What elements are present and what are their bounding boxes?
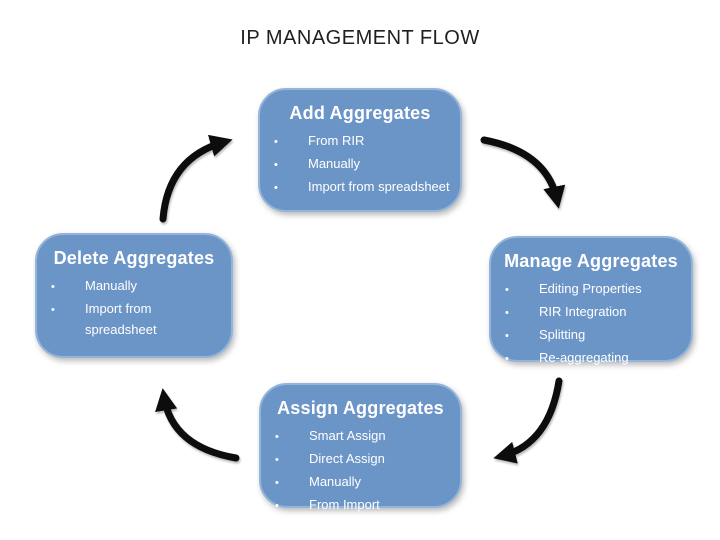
node-add-aggregates: Add Aggregates • From RIR • Manually • Impo… xyxy=(258,88,462,212)
bullet-icon: • xyxy=(505,353,509,365)
list-item: • Manually xyxy=(268,153,452,176)
bullet-icon: • xyxy=(274,136,278,148)
bullet-icon: • xyxy=(274,182,278,194)
list-item: • Manually xyxy=(269,471,452,494)
bullet-icon: • xyxy=(275,454,279,466)
bullet-icon: • xyxy=(274,159,278,171)
list-item-label: Import from spreadsheet xyxy=(85,301,157,337)
list-item: • Import from spreadsheet xyxy=(268,176,452,199)
list-item: • Splitting xyxy=(499,324,683,347)
list-item: • Direct Assign xyxy=(269,448,452,471)
bullet-list: • From RIR • Manually • Import from spreads… xyxy=(268,130,452,199)
bullet-icon: • xyxy=(275,500,279,512)
list-item: • Smart Assign xyxy=(269,425,452,448)
list-item-label: Manually xyxy=(85,278,138,293)
arrow-assign-to-delete xyxy=(155,388,240,462)
list-item-label: Manually xyxy=(308,156,361,171)
list-item-label: Re-aggregating xyxy=(539,350,629,365)
bullet-icon: • xyxy=(505,284,509,296)
list-item-label: From RIR xyxy=(308,133,365,148)
list-item-label: Editing Properties xyxy=(539,281,642,296)
arrow-manage-to-assign xyxy=(493,377,563,464)
list-item-label: Import from spreadsheet xyxy=(308,179,450,194)
node-title: Manage Aggregates xyxy=(504,251,678,271)
node-delete-aggregates: Delete Aggregates • Manually • Import from… xyxy=(35,233,233,358)
list-item-label: Smart Assign xyxy=(309,428,386,443)
list-item: • Manually xyxy=(45,275,223,298)
list-item: • Editing Properties xyxy=(499,278,683,301)
arrow-delete-to-add xyxy=(159,134,233,223)
list-item-label: From Import xyxy=(309,497,380,512)
list-item: • From RIR xyxy=(268,130,452,153)
list-item: • Re-aggregating xyxy=(499,347,683,370)
list-item-label: RIR Integration xyxy=(539,304,627,319)
node-title: Assign Aggregates xyxy=(277,398,444,418)
list-item: • RIR Integration xyxy=(499,301,683,324)
diagram-title: IP MANAGEMENT FLOW xyxy=(240,27,480,49)
arrow-add-to-manage xyxy=(480,136,566,209)
node-assign-aggregates: Assign Aggregates • Smart Assign • Direct … xyxy=(259,383,462,512)
bullet-list: • Manually • Import from spreadsheet xyxy=(45,275,223,340)
bullet-list: • Editing Properties • RIR Integration • Sp… xyxy=(499,278,683,370)
bullet-icon: • xyxy=(275,477,279,489)
node-title: Add Aggregates xyxy=(289,103,431,123)
bullet-icon: • xyxy=(51,304,55,316)
list-item-label: Direct Assign xyxy=(309,451,385,466)
list-item-label: Manually xyxy=(309,474,362,489)
bullet-list: • Smart Assign • Direct Assign • Manually •… xyxy=(269,425,452,517)
bullet-icon: • xyxy=(505,307,509,319)
list-item-label: Splitting xyxy=(539,327,586,342)
list-item: • Import from spreadsheet xyxy=(45,298,223,340)
bullet-icon: • xyxy=(275,431,279,443)
list-item: • From Import xyxy=(269,494,452,517)
node-title: Delete Aggregates xyxy=(53,248,215,268)
bullet-icon: • xyxy=(51,281,55,293)
bullet-icon: • xyxy=(505,330,509,342)
node-manage-aggregates: Manage Aggregates • Editing Properties • R… xyxy=(489,236,693,365)
